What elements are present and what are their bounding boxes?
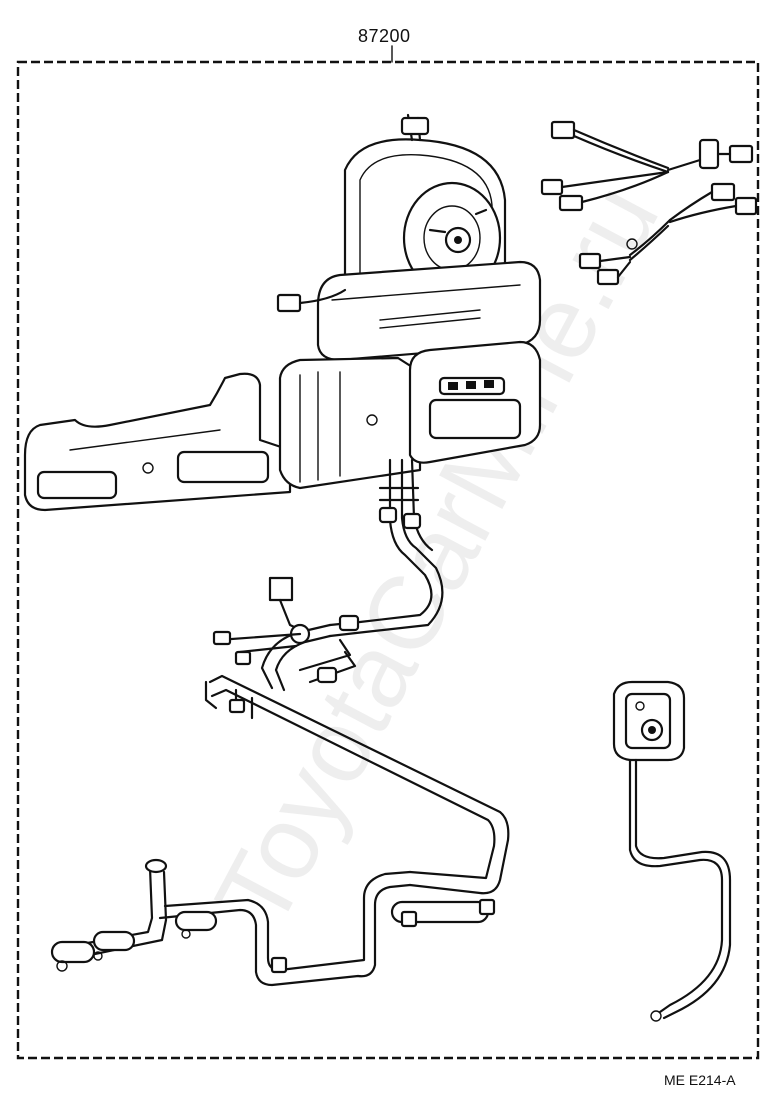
heater-hoses [260, 458, 444, 692]
diagram-code-label: ME E214-A [664, 1072, 736, 1088]
heater-control-switch [612, 680, 686, 762]
control-cable [628, 758, 732, 1022]
blower-unit [343, 113, 507, 295]
part-number-label: 87200 [358, 26, 411, 46]
heater-duct [23, 340, 542, 512]
lower-hose-assembly [50, 858, 218, 972]
blower-case [316, 260, 542, 362]
wire-harness-lower [578, 182, 758, 286]
wire-harness-upper [540, 120, 754, 212]
blower-harness [276, 288, 347, 313]
water-pipes [158, 674, 510, 987]
water-valve [212, 576, 311, 666]
assembly-boundary-frame [16, 60, 760, 1060]
